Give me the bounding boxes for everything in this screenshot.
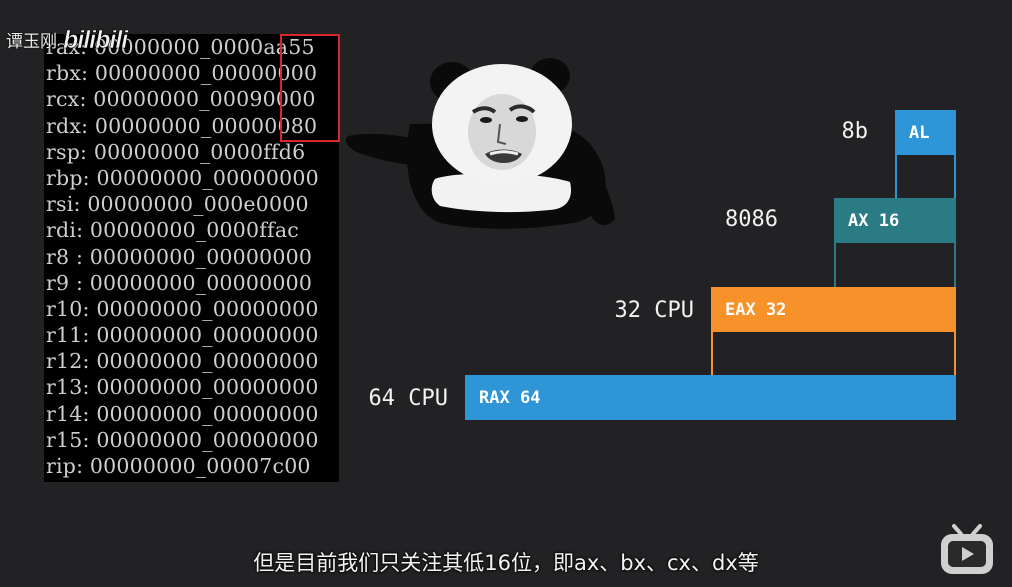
register-name: r13: (46, 375, 90, 400)
register-row: r15: 00000000_00000000 (44, 427, 339, 453)
register-value: 00000000_0000ffac (89, 218, 299, 243)
register-row: rsi: 00000000_000e0000 (44, 191, 339, 217)
register-row: rcx: 00000000_00090000 (44, 86, 339, 112)
panda-meme-pointing-icon (345, 58, 615, 229)
register-name: r12: (46, 349, 90, 374)
watermark-author: 谭玉刚 (6, 31, 57, 52)
bilibili-logo-icon: bilibili (63, 26, 131, 54)
register-value: 00000000_00090000 (93, 87, 316, 112)
register-row: rbp: 00000000_00000000 (44, 165, 339, 191)
register-name: r10: (46, 296, 90, 321)
rax-bar: RAX 64 (465, 375, 956, 420)
register-name: rbp: (46, 165, 90, 190)
al-bar-label: AL (909, 122, 930, 143)
register-name: rip: (46, 454, 84, 478)
ax-bar-label: AX 16 (848, 210, 900, 231)
al-bar: AL (895, 110, 956, 155)
register-row: r9 : 00000000_00000000 (44, 270, 339, 296)
register-value: 00000000_0000ffd6 (93, 139, 306, 164)
register-name: rcx: (46, 87, 87, 112)
register-name: rsp: (46, 139, 88, 164)
register-name: r11: (46, 323, 90, 348)
register-row: rip: 00000000_00007c00 (44, 453, 339, 479)
register-value: 00000000_00000000 (96, 323, 319, 348)
register-row: r14: 00000000_00000000 (44, 401, 339, 427)
ax-range-bracket (834, 243, 956, 287)
register-value: 00000000_00000000 (96, 165, 319, 190)
cpu32-label: 32 CPU (614, 298, 694, 323)
register-name: rax: (46, 35, 88, 59)
register-row: r12: 00000000_00000000 (44, 348, 339, 374)
register-value: 00000000_00000000 (89, 244, 313, 269)
register-row: r13: 00000000_00000000 (44, 374, 339, 400)
ax-bar: AX 16 (834, 198, 956, 243)
register-name: r8 : (46, 244, 84, 269)
register-value: 00000000_00000000 (96, 296, 319, 321)
register-name: r14: (46, 401, 90, 426)
register-row: r11: 00000000_00000000 (44, 322, 339, 348)
al-range-bracket (895, 155, 956, 198)
register-value: 00000000_00007c00 (89, 454, 311, 478)
watermark: 谭玉刚 bilibili (6, 24, 141, 54)
rax-bar-label: RAX 64 (479, 387, 541, 408)
register-value: 00000000_00000000 (96, 349, 319, 374)
register-row: rsp: 00000000_0000ffd6 (44, 139, 339, 165)
register-name: rdi: (46, 218, 84, 243)
register-row: rdi: 00000000_0000ffac (44, 217, 339, 243)
register-name: r15: (46, 427, 90, 452)
register-value: 00000000_00000000 (96, 375, 319, 400)
register-name: r9 : (46, 270, 84, 295)
cpu64-label: 64 CPU (368, 386, 448, 411)
register-row: rax: 00000000_0000aa55 (44, 34, 339, 60)
register-value: 00000000_00000000 (96, 401, 319, 426)
bilibili-logo-text: bilibili (63, 26, 129, 54)
register-name: rbx: (46, 61, 89, 86)
register-row: r10: 00000000_00000000 (44, 296, 339, 322)
cpu8086-label: 8086 (725, 207, 778, 232)
highlight-box (280, 34, 340, 142)
register-value: 00000000_00000000 (89, 270, 313, 295)
register-name: rsi: (46, 192, 81, 217)
eax-range-bracket (711, 332, 956, 375)
register-name: rdx: (46, 113, 89, 138)
bits8-label: 8b (841, 119, 869, 144)
register-value: 00000000_0000aa55 (94, 35, 315, 59)
register-row: r8 : 00000000_00000000 (44, 244, 339, 270)
bilibili-tv-icon[interactable] (938, 522, 996, 578)
register-value: 00000000_000e0000 (87, 192, 309, 217)
eax-bar: EAX 32 (711, 287, 956, 332)
register-value: 00000000_00000000 (96, 427, 319, 452)
eax-bar-label: EAX 32 (725, 299, 787, 320)
subtitle-caption: 但是目前我们只关注其低16位，即ax、bx、cx、dx等 (253, 551, 759, 575)
